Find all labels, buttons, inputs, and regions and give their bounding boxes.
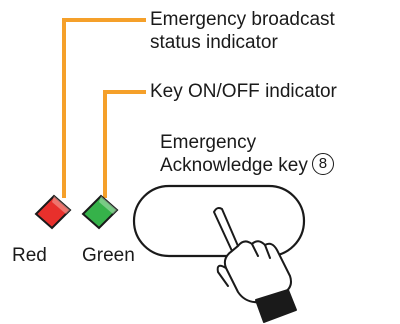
broadcast-label-line1: Emergency broadcast <box>150 9 335 30</box>
pointing-hand-icon <box>213 207 297 323</box>
ack-number-badge: 8 <box>311 152 334 175</box>
red-led-indicator <box>34 194 72 230</box>
key-leader-line <box>103 90 146 198</box>
ack-label-text: Acknowledge key <box>160 155 308 176</box>
broadcast-status-label: Emergency broadcast status indicator <box>150 8 335 54</box>
green-label: Green <box>82 245 135 266</box>
broadcast-leader-line <box>62 18 146 198</box>
green-led-indicator <box>81 194 119 230</box>
red-label: Red <box>12 245 47 266</box>
broadcast-label-line2: status indicator <box>150 32 278 53</box>
key-indicator-label: Key ON/OFF indicator <box>150 81 337 102</box>
ack-label-line1: Emergency <box>160 132 257 153</box>
